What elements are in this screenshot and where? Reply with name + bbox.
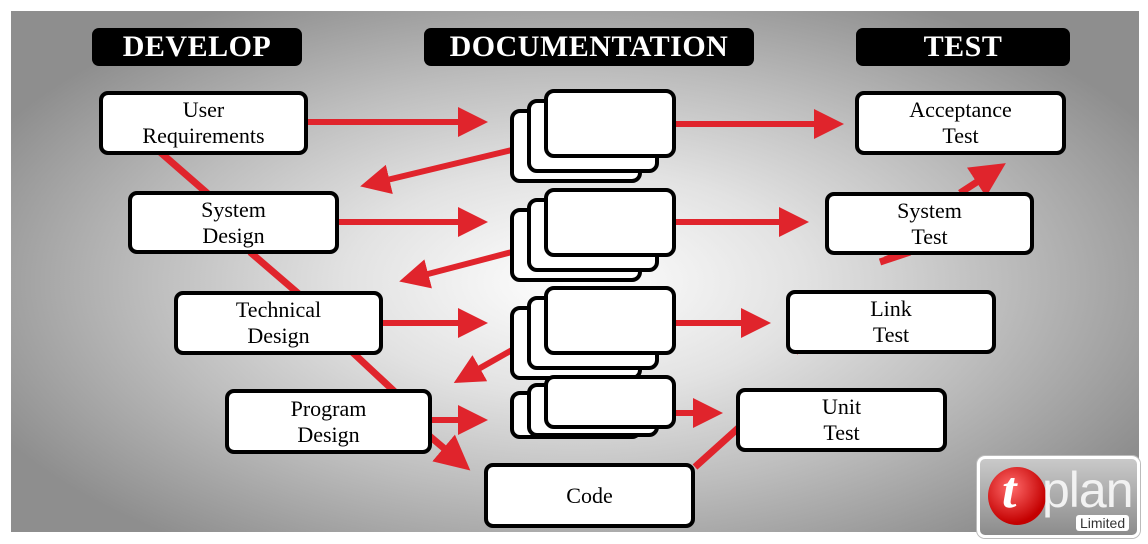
- program-design-box: Program Design: [225, 389, 432, 454]
- unit-test-box: Unit Test: [736, 388, 947, 452]
- system-design-line2: Design: [202, 222, 265, 248]
- tplan-logo-circle: [988, 467, 1046, 525]
- link-test-line1: Link: [870, 296, 912, 321]
- link-test-line2: Test: [872, 322, 910, 347]
- tplan-logo-name: plan: [1042, 462, 1134, 518]
- system-test-line2: Test: [911, 223, 948, 249]
- program-design-line1: Program: [290, 395, 367, 421]
- header-test: TEST: [856, 28, 1070, 66]
- acceptance-test-line1: Acceptance: [909, 97, 1012, 122]
- acceptance-test-box: Acceptance Test: [855, 91, 1066, 155]
- header-documentation: DOCUMENTATION: [424, 28, 754, 66]
- arrow-feedback-1: [360, 147, 513, 194]
- doc-stack-1: [510, 89, 676, 183]
- v-line-test-4: [958, 163, 1006, 197]
- unit-test-line1: Unit: [821, 394, 862, 419]
- technical-design-box: Technical Design: [174, 291, 383, 355]
- code-label: Code: [566, 482, 613, 508]
- v-line-develop-3: [347, 347, 398, 395]
- system-test-line1: System: [897, 197, 962, 223]
- header-develop: DEVELOP: [92, 28, 302, 66]
- v-line-develop-2: [247, 249, 303, 298]
- tplan-logo-mark: t: [1002, 462, 1017, 519]
- doc-stack-2: [510, 188, 676, 282]
- arrow-feedback-2: [399, 249, 513, 289]
- system-test-box: System Test: [825, 192, 1034, 255]
- code-box: Code: [484, 463, 695, 528]
- program-design-line2: Design: [297, 421, 360, 447]
- unit-test-line2: Test: [823, 420, 860, 445]
- arrow-feedback-3: [453, 347, 514, 383]
- technical-design-line1: Technical: [235, 297, 322, 322]
- system-design-line1: System: [201, 196, 266, 222]
- system-design-box: System Design: [128, 191, 339, 254]
- tplan-logo: t plan Limited: [977, 456, 1140, 538]
- doc-stack-4: [510, 375, 676, 439]
- user-requirements-box: User Requirements: [99, 91, 308, 155]
- link-test-box: Link Test: [786, 290, 996, 354]
- user-requirements-line1: User: [182, 97, 225, 122]
- acceptance-test-line2: Test: [942, 123, 979, 148]
- tplan-logo-suffix: Limited: [1076, 515, 1130, 531]
- doc-stack-3: [510, 286, 676, 380]
- technical-design-line2: Design: [247, 323, 310, 348]
- user-requirements-line2: Requirements: [142, 123, 265, 148]
